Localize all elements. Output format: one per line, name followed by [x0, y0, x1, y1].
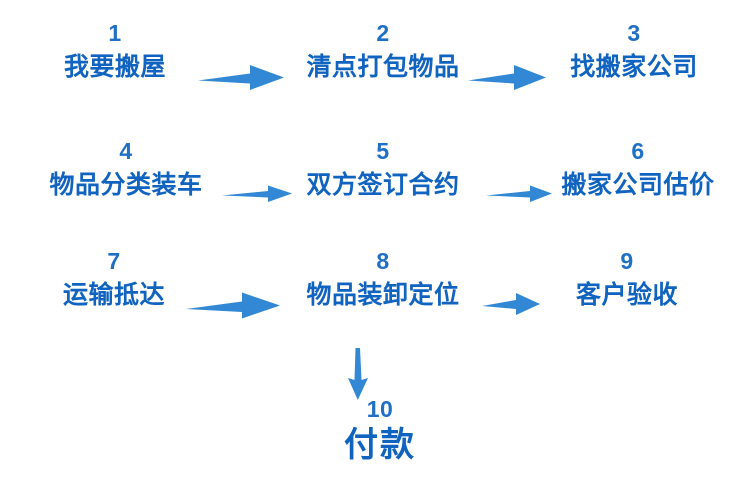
arrow-right-8-to-9	[482, 290, 540, 318]
arrow-right-1-to-2	[198, 60, 284, 94]
step-number-1: 1	[108, 20, 122, 46]
step-number-3: 3	[627, 20, 641, 46]
step-node-5[interactable]: 5 双方签订合约	[290, 138, 476, 199]
step-number-7: 7	[107, 248, 121, 274]
step-node-8[interactable]: 8 物品装卸定位	[290, 248, 476, 309]
arrow-right-2-to-3	[468, 60, 546, 94]
step-label-5: 双方签订合约	[306, 171, 460, 199]
arrow-right-4-to-5	[222, 180, 292, 206]
step-node-2[interactable]: 2 清点打包物品	[288, 20, 478, 81]
arrow-right-7-to-8	[186, 288, 280, 322]
step-label-2: 清点打包物品	[306, 53, 460, 81]
step-node-4[interactable]: 4 物品分类装车	[28, 138, 224, 199]
step-label-9: 客户验收	[575, 281, 678, 309]
step-node-6[interactable]: 6 搬家公司估价	[540, 138, 736, 199]
arrow-down-8-to-10	[345, 348, 371, 400]
step-label-4: 物品分类装车	[49, 171, 203, 199]
step-number-8: 8	[376, 248, 390, 274]
step-node-1[interactable]: 1 我要搬屋	[32, 20, 198, 81]
step-label-7: 运输抵达	[62, 281, 165, 309]
step-node-7[interactable]: 7 运输抵达	[40, 248, 188, 309]
step-number-6: 6	[631, 138, 645, 164]
step-label-1: 我要搬屋	[63, 53, 166, 81]
step-node-10[interactable]: 10 付款	[300, 398, 460, 464]
step-node-3[interactable]: 3 找搬家公司	[548, 20, 720, 81]
step-node-9[interactable]: 9 客户验收	[548, 248, 706, 309]
step-number-10: 10	[366, 396, 394, 422]
step-label-3: 找搬家公司	[570, 53, 698, 81]
step-label-10: 付款	[344, 426, 416, 464]
step-number-9: 9	[620, 248, 634, 274]
step-number-5: 5	[376, 138, 390, 164]
arrow-right-5-to-6	[486, 180, 552, 206]
step-number-2: 2	[376, 20, 390, 46]
step-label-8: 物品装卸定位	[306, 281, 460, 309]
step-label-6: 搬家公司估价	[561, 171, 715, 199]
step-number-4: 4	[119, 138, 133, 164]
